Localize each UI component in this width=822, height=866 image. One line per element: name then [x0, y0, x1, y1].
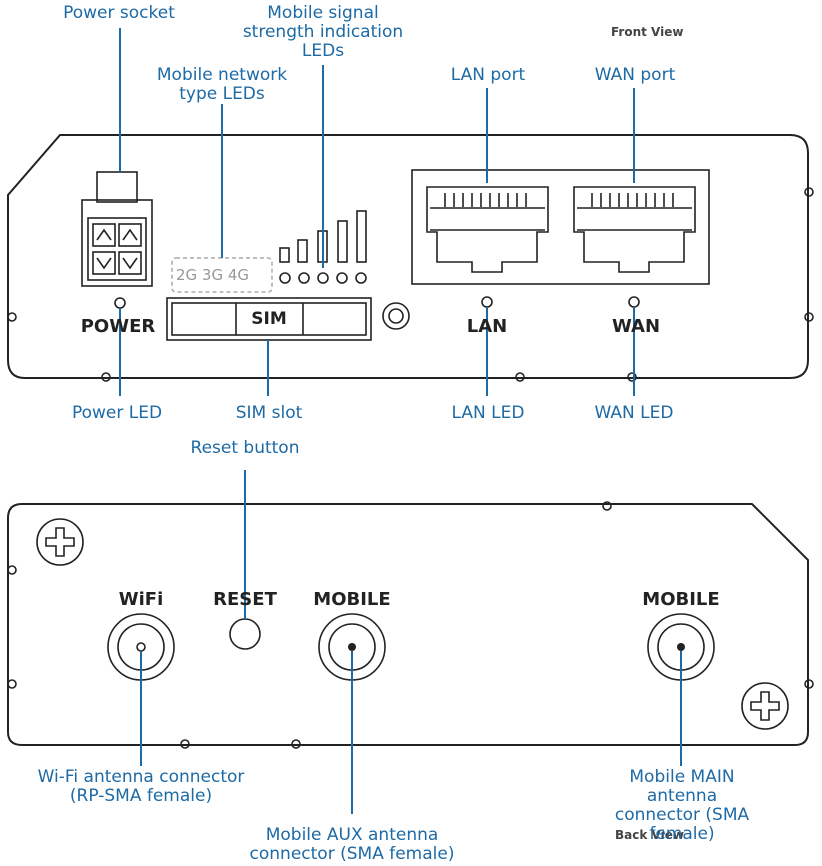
power-label: POWER: [80, 316, 156, 337]
mobile-aux-label: MOBILE: [313, 589, 391, 610]
wan-port-jack: [573, 186, 696, 273]
ethernet-block: [411, 169, 710, 285]
callout-lan-led: LAN LED: [451, 403, 525, 423]
front-view-title: Front View: [611, 25, 684, 39]
callout-wifi-connector: Wi-Fi antenna connector (RP-SMA female): [37, 767, 245, 806]
lan-label: LAN: [466, 316, 508, 337]
callout-mobile-aux: Mobile AUX antenna connector (SMA female…: [249, 825, 455, 864]
signal-bars: [279, 210, 367, 263]
wifi-label: WiFi: [118, 589, 164, 610]
mobile-main-label: MOBILE: [642, 589, 720, 610]
callout-network-leds: Mobile network type LEDs: [156, 65, 288, 104]
power-socket: [81, 171, 153, 287]
screw-top-left: [36, 518, 84, 566]
callout-signal-leds: Mobile signal strength indication LEDs: [242, 3, 404, 61]
sim-label: SIM: [251, 309, 287, 329]
callout-power-led: Power LED: [71, 403, 163, 423]
callout-wan-port: WAN port: [594, 65, 676, 85]
callout-mobile-main: Mobile MAIN antenna connector (SMA femal…: [614, 767, 750, 844]
reset-hole-front: [382, 302, 410, 330]
callout-reset-button: Reset button: [190, 438, 300, 458]
lan-port-jack: [426, 186, 549, 273]
front-panel-body: [7, 134, 809, 379]
callout-wan-led: WAN LED: [594, 403, 674, 423]
callout-sim-slot: SIM slot: [235, 403, 303, 423]
signal-leds: [279, 272, 367, 284]
back-panel-body: [7, 503, 809, 746]
callout-lan-port: LAN port: [450, 65, 526, 85]
network-type-label: 2G 3G 4G: [176, 266, 250, 284]
screw-bottom-right: [741, 682, 789, 730]
wan-label: WAN: [611, 316, 661, 337]
reset-label: RESET: [213, 589, 277, 610]
callout-power-socket: Power socket: [63, 3, 175, 23]
back-view-title: Back View: [615, 828, 684, 842]
